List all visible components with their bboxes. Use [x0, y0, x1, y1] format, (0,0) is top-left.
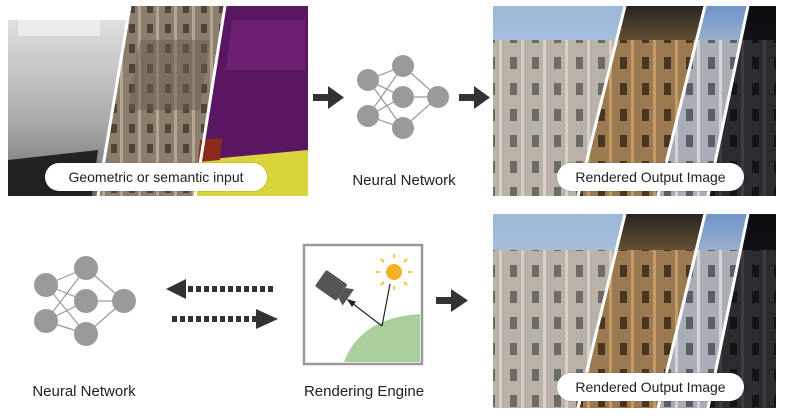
nn-node [34, 273, 58, 297]
nn-node [392, 55, 414, 77]
nn-node [357, 69, 379, 91]
nn-node [74, 256, 98, 280]
nn-node [392, 86, 414, 108]
nn-node [34, 309, 58, 333]
hill-shape [344, 314, 420, 362]
output-label-top: Rendered Output Image [557, 163, 744, 191]
rendered-output-image-top [493, 6, 776, 196]
rendering-engine-box [302, 243, 424, 366]
dotted-arrow-left [166, 279, 276, 299]
camera-icon [315, 270, 355, 306]
nn-node [392, 117, 414, 139]
arrow-input-to-network [313, 86, 344, 109]
nn-node [357, 105, 379, 127]
rendered-output-image-bottom [493, 214, 776, 408]
nn-node [112, 289, 136, 313]
nn-node [74, 289, 98, 313]
network-label-bottom: Neural Network [32, 383, 136, 400]
input-image [8, 6, 308, 196]
output-label-bottom: Rendered Output Image [557, 373, 744, 401]
engine-label: Rendering Engine [303, 383, 425, 400]
sun-icon [376, 254, 412, 290]
dotted-arrow-right [172, 309, 278, 329]
nn-node [74, 322, 98, 346]
input-label: Geometric or semantic input [45, 163, 267, 191]
network-label-top: Neural Network [352, 172, 456, 189]
light-rays [346, 283, 391, 327]
arrow-engine-to-output [436, 289, 468, 312]
nn-node [427, 86, 449, 108]
arrow-network-to-output [459, 86, 490, 109]
